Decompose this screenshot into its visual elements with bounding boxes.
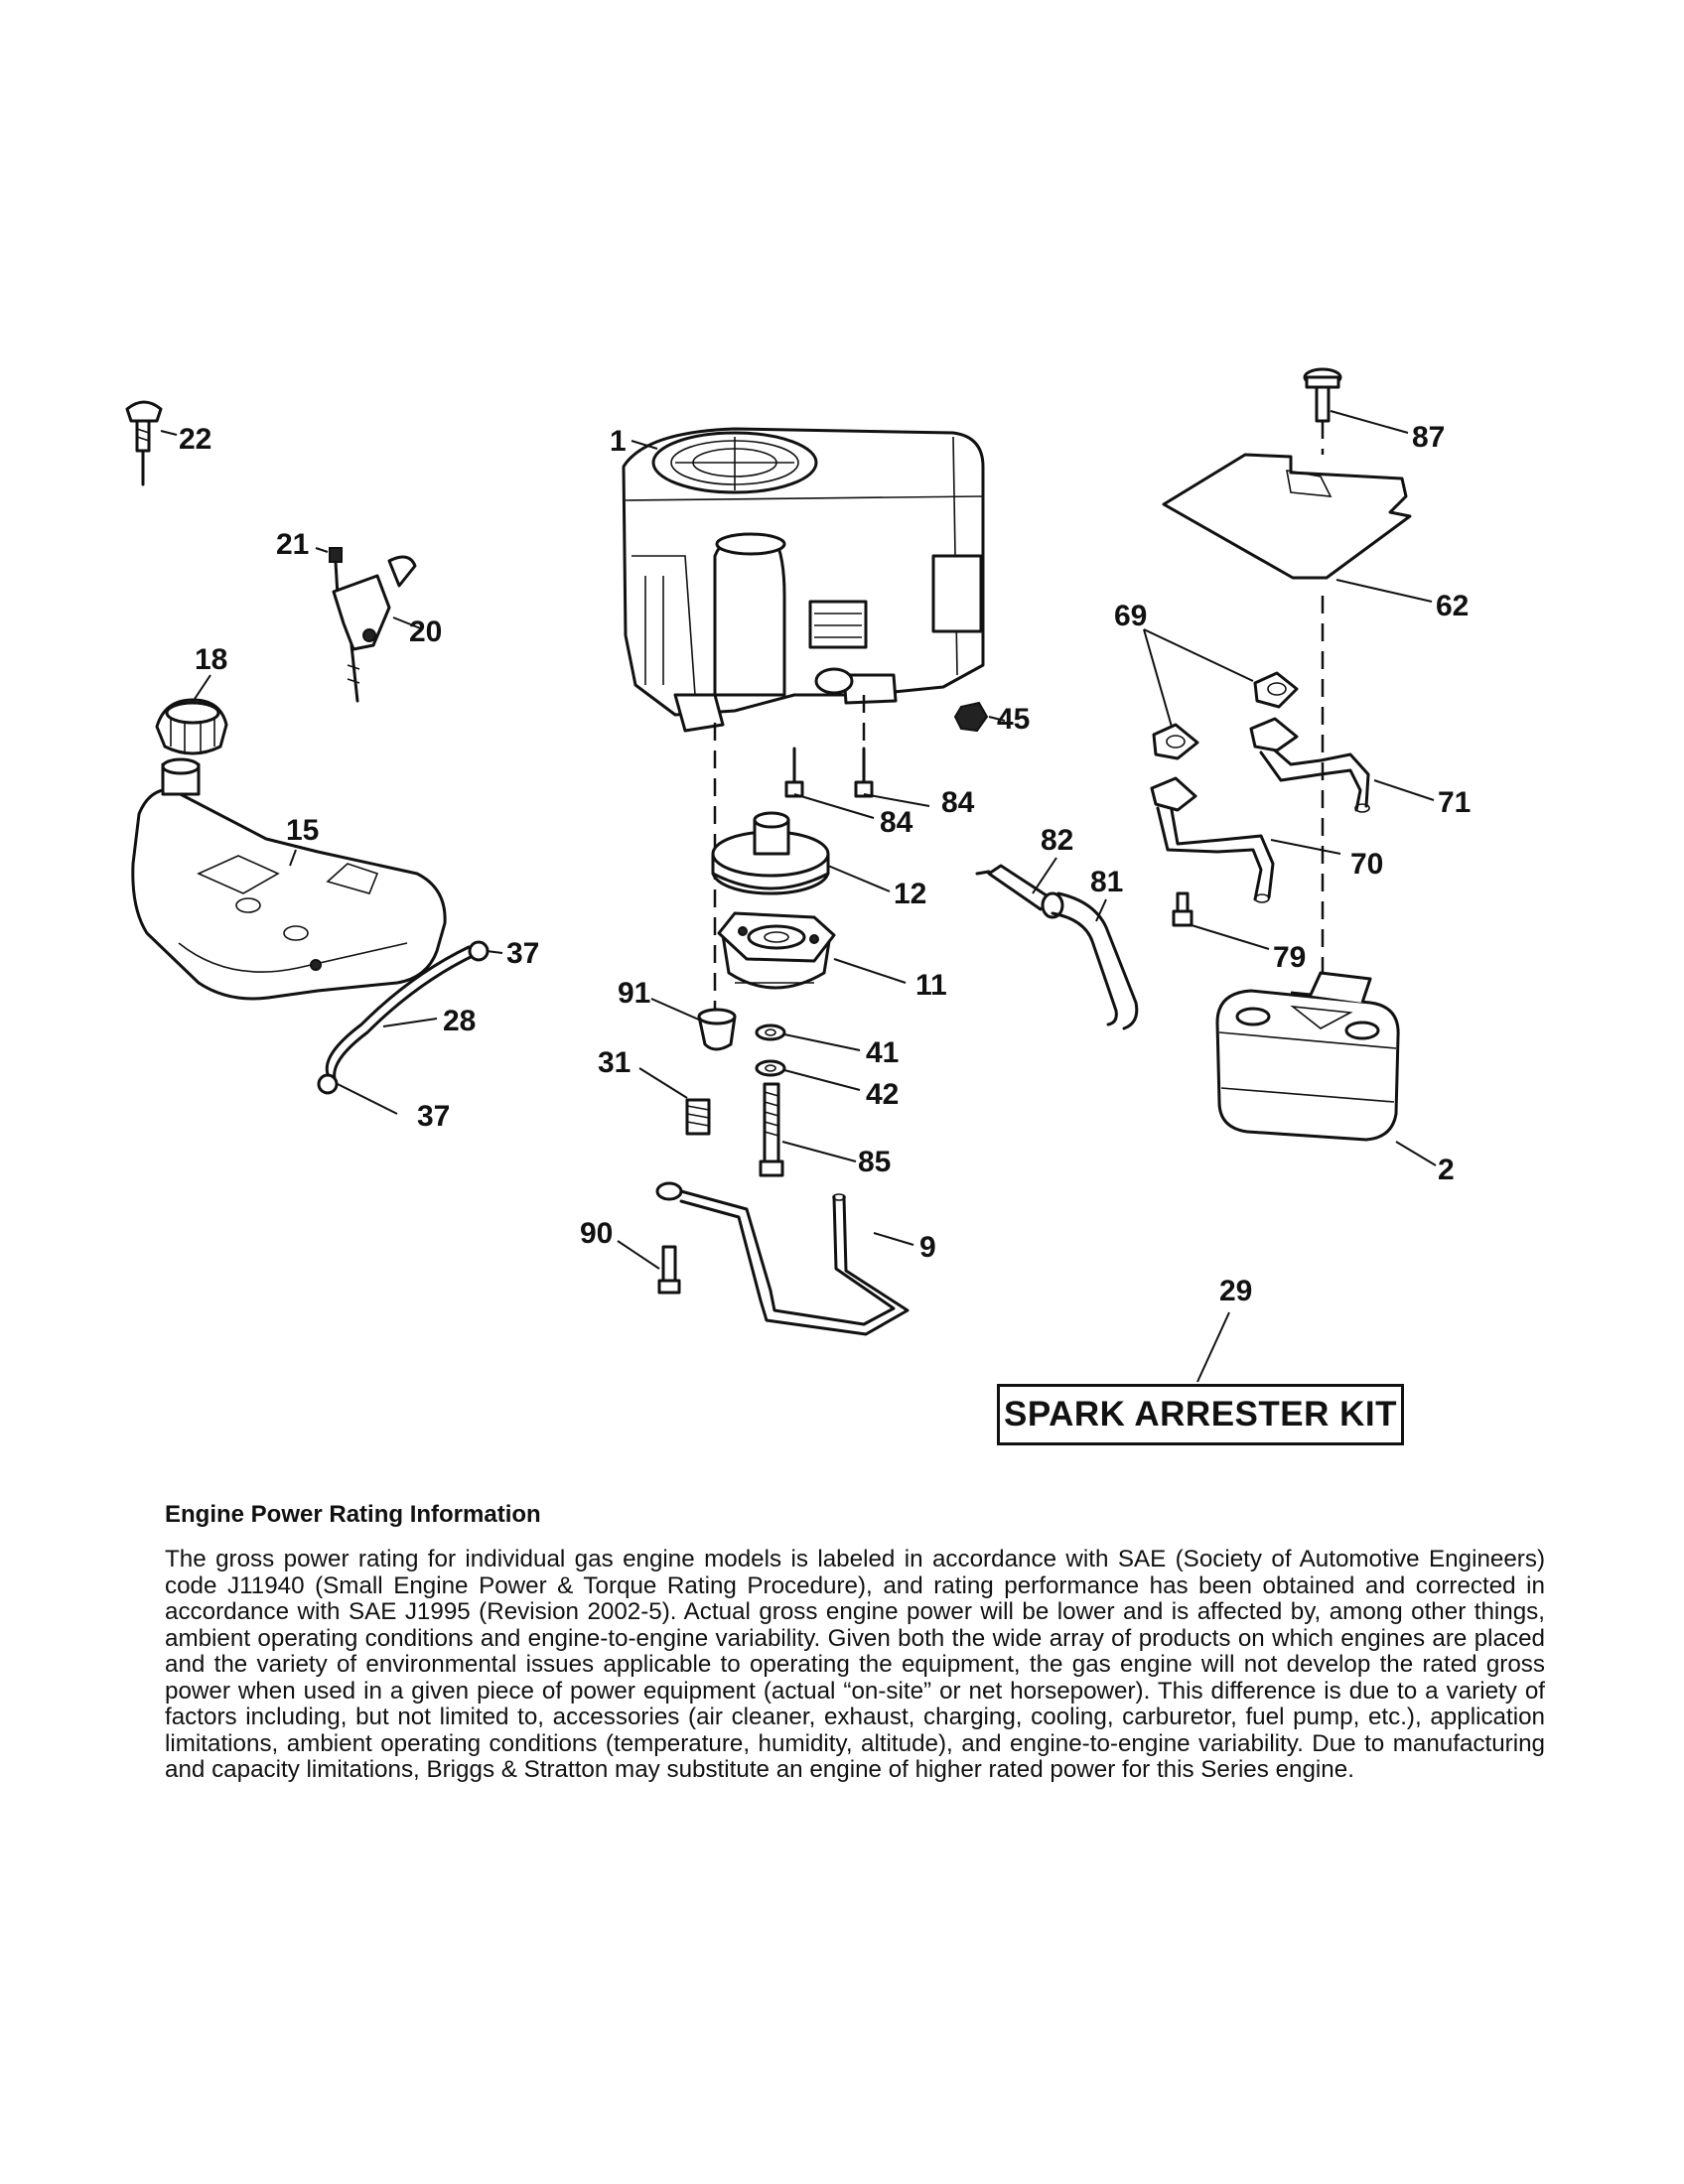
callout-9: 9 [919, 1231, 936, 1264]
section-title: Engine Power Rating Information [165, 1501, 541, 1528]
part-70-exhaust-pipe [1150, 776, 1275, 903]
part-2-muffler [1215, 971, 1400, 1142]
callout-85: 85 [858, 1146, 891, 1178]
part-31-spring [685, 1098, 711, 1136]
leader-lines [160, 410, 1437, 1383]
callout-82: 82 [1041, 824, 1073, 857]
part-1-engine [622, 427, 985, 733]
callout-84a: 84 [880, 806, 913, 839]
callout-11: 11 [915, 969, 947, 1002]
callout-45: 45 [997, 703, 1030, 736]
part-82-fuel-filter [975, 864, 1064, 919]
callout-90: 90 [580, 1217, 613, 1250]
part-20-21-bracket [329, 547, 417, 703]
part-15-fuel-tank [131, 757, 447, 1001]
callout-1: 1 [610, 425, 627, 458]
callout-12: 12 [894, 878, 926, 910]
part-11-pto-clutch [717, 911, 836, 990]
callout-18: 18 [195, 643, 227, 676]
part-41-42-washers [755, 1024, 786, 1077]
callout-91: 91 [618, 977, 650, 1010]
callout-29: 29 [1219, 1275, 1252, 1307]
section-body: The gross power rating for individual ga… [165, 1546, 1545, 1783]
callout-84b: 84 [941, 786, 975, 819]
callout-70: 70 [1350, 848, 1383, 881]
callout-87: 87 [1412, 421, 1445, 454]
callout-71: 71 [1438, 786, 1471, 819]
callout-31: 31 [598, 1046, 631, 1079]
callout-2: 2 [1438, 1154, 1455, 1186]
spark-arrester-kit-box: SPARK ARRESTER KIT [997, 1384, 1404, 1445]
part-18-fuel-cap [155, 698, 228, 755]
callout-81: 81 [1090, 866, 1123, 898]
callout-41: 41 [866, 1036, 899, 1069]
callout-62: 62 [1436, 590, 1469, 622]
part-9-rod [655, 1181, 910, 1336]
part-62-heat-shield [1162, 453, 1412, 580]
part-91-spacer [697, 1008, 737, 1051]
callout-37a: 37 [506, 937, 539, 970]
part-71-exhaust-pipe [1249, 717, 1370, 813]
spark-arrester-kit-label: SPARK ARRESTER KIT [1004, 1395, 1397, 1433]
part-28-fuel-line [317, 940, 490, 1095]
part-84-bolts [784, 747, 874, 798]
part-12-pulley [711, 811, 830, 895]
part-85-bolt [759, 1082, 784, 1177]
part-81-fuel-line [1051, 891, 1139, 1030]
part-90-bolt [657, 1245, 681, 1295]
callout-79: 79 [1273, 941, 1306, 974]
callout-22: 22 [179, 423, 211, 456]
callout-42: 42 [866, 1078, 899, 1111]
callout-21: 21 [276, 528, 309, 561]
callout-20: 20 [409, 615, 442, 648]
part-22-cap-bolt [125, 400, 163, 486]
part-45-nut [953, 701, 989, 733]
engine-power-rating-section: Engine Power Rating Information The gros… [165, 1501, 1545, 1784]
part-87-knob [1303, 367, 1342, 423]
callout-69: 69 [1114, 600, 1147, 632]
callout-28: 28 [443, 1005, 476, 1037]
callout-37b: 37 [417, 1100, 450, 1133]
callout-15: 15 [286, 814, 319, 847]
part-79-bolt [1172, 891, 1193, 927]
